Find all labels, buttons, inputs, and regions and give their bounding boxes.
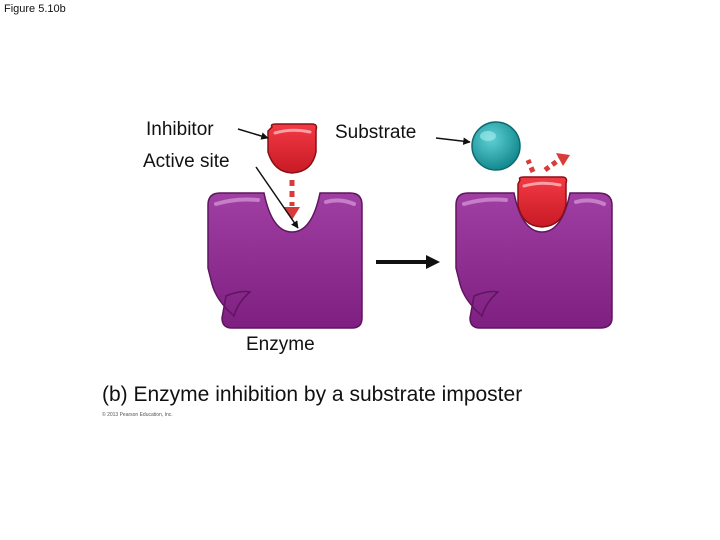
inhibitor-label: Inhibitor [146,119,214,140]
substrate-label: Substrate [335,122,417,143]
substrate-leader [435,137,471,145]
enzyme-left [207,192,363,329]
process-arrow [376,255,440,269]
figure-label: Figure 5.10b [4,3,66,15]
binding-arrow-left [284,180,300,220]
active-site-label: Active site [143,151,230,172]
blocked-arrow [525,153,570,173]
inhibitor-leader [237,128,269,140]
inhibitor-right-shape [517,176,568,228]
substrate [471,121,521,171]
copyright-notice: © 2013 Pearson Education, Inc. [102,412,173,418]
figure-caption: (b) Enzyme inhibition by a substrate imp… [102,383,523,406]
inhibitor-left [267,123,318,174]
enzyme-left-body [207,192,363,329]
active-site-leader [255,166,299,229]
inhibitor-left-shape [267,123,318,174]
enzyme-right [455,192,613,329]
inhibitor-right [517,176,568,228]
enzyme-label: Enzyme [246,334,315,355]
